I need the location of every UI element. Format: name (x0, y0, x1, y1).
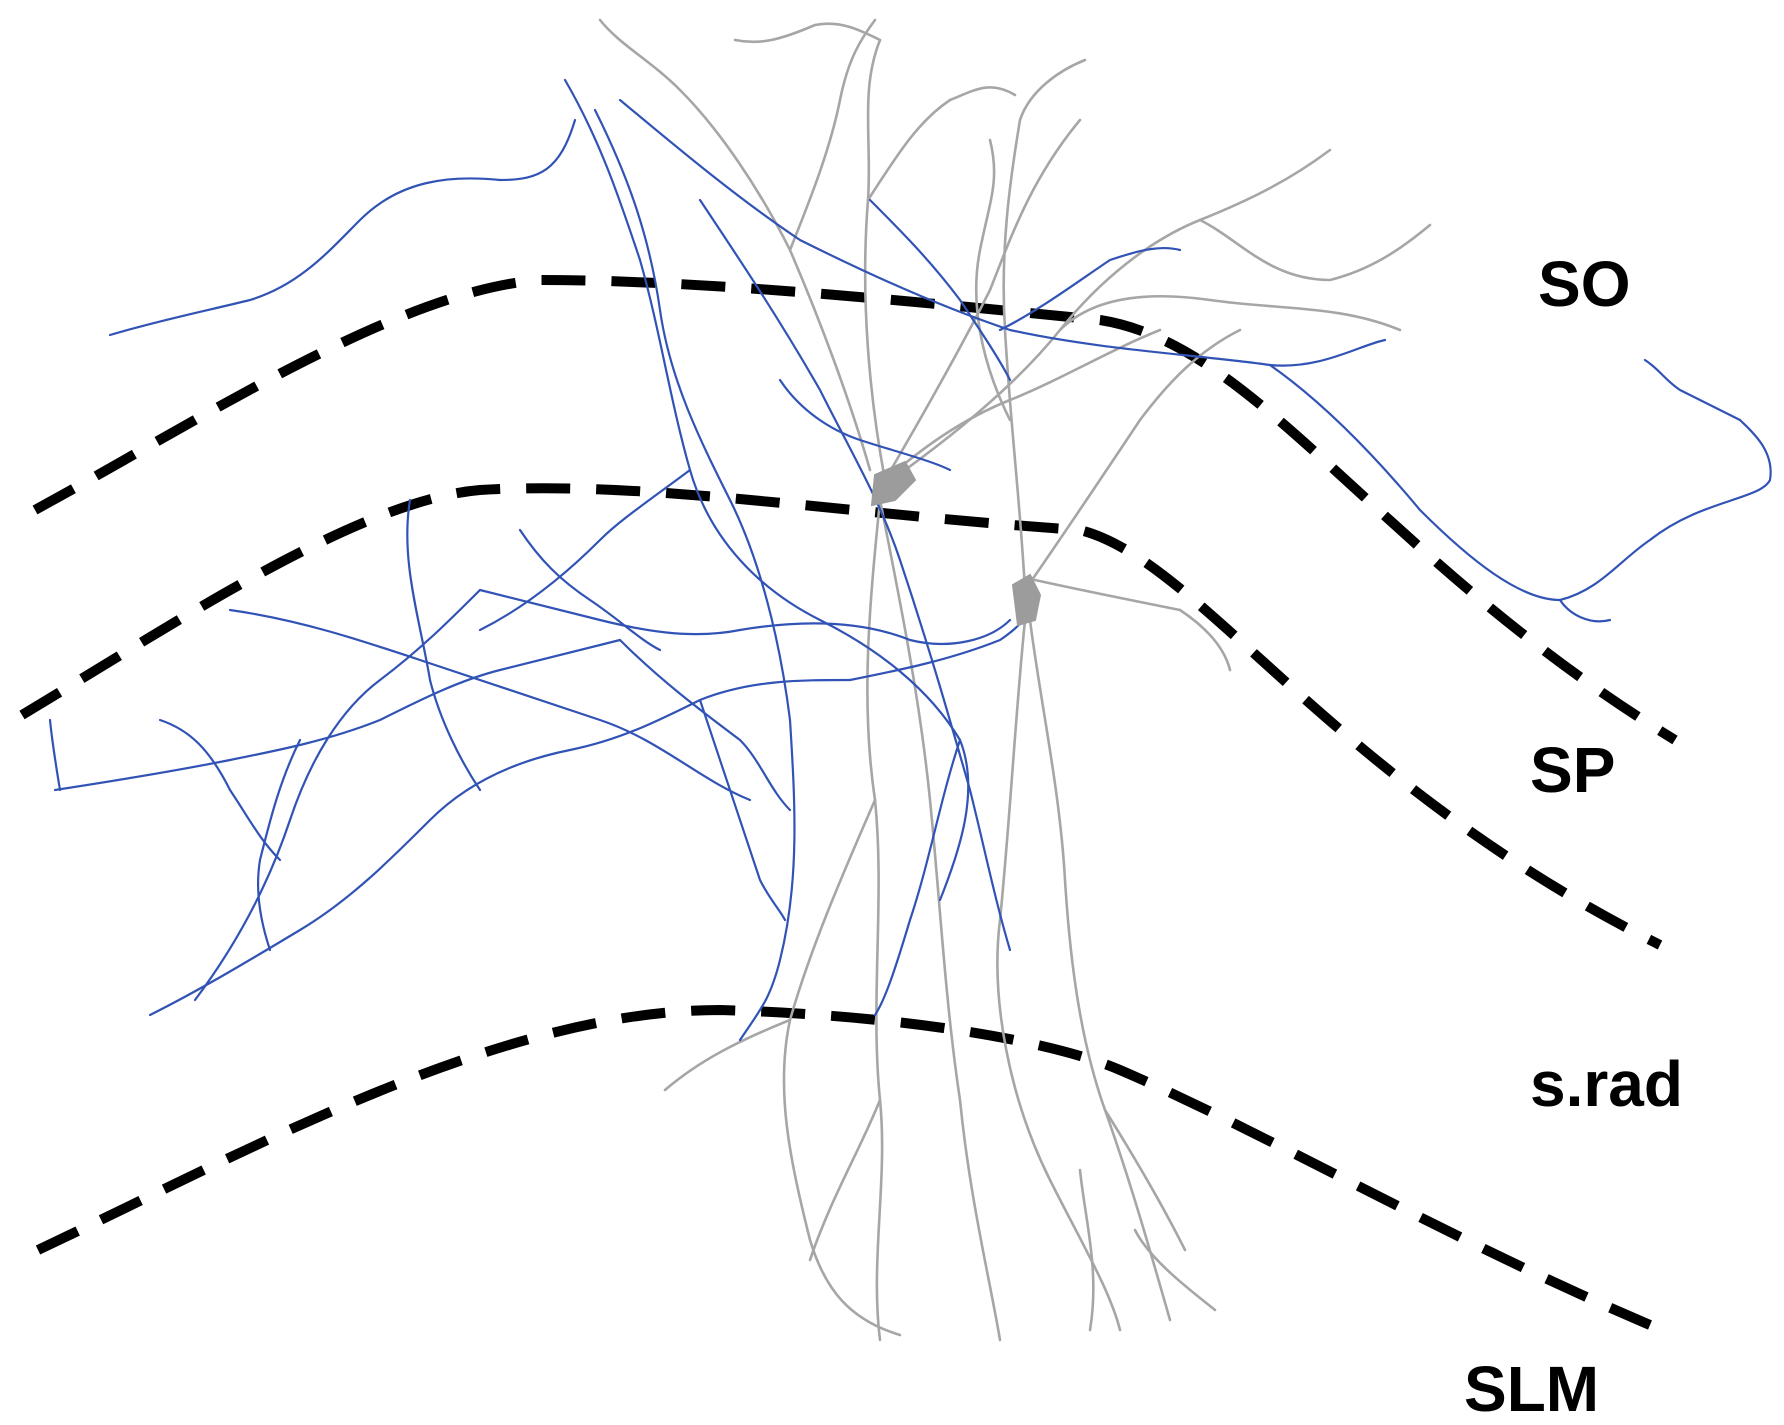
dendrite-branch (1028, 618, 1172, 1322)
axon-branch (478, 468, 692, 632)
axon-branch (593, 108, 796, 1042)
axon-branch (228, 608, 752, 802)
dendrite-branch (903, 148, 1332, 472)
dendrite-branch (1002, 58, 1087, 592)
pyramidal-dendrites (598, 18, 1432, 1342)
dendrite-branch (663, 1018, 792, 1092)
axon-branch (1643, 358, 1742, 422)
axon-branch (868, 198, 1012, 382)
dendrite-branch (878, 498, 1002, 1342)
dendrite-branch (975, 138, 1012, 422)
dendrite-branch (1058, 294, 1402, 332)
axon-branch (148, 678, 852, 1017)
axon-branch (53, 638, 622, 792)
dendrite-branch (1103, 1108, 1187, 1252)
axon-branch (478, 588, 1012, 646)
dendrite-branch (1033, 578, 1232, 672)
sp-srad-boundary (19, 483, 1663, 950)
interneuron-axon (48, 78, 1772, 1042)
dendrite-branch (1133, 1228, 1217, 1312)
dendrite-branch (866, 86, 1017, 202)
axon-branch (698, 698, 787, 922)
axon-branch (563, 78, 970, 902)
axon-branch (698, 198, 1012, 952)
dendrite-branch (598, 18, 872, 472)
dendrite-branch (782, 798, 902, 1337)
dendrite-branch (883, 328, 1162, 482)
dendrite-branch (866, 498, 884, 1342)
dendrite-branch (996, 618, 1122, 1332)
axon-branch (158, 718, 282, 862)
axon-branch (406, 498, 482, 792)
dendrite-branch (733, 22, 882, 44)
layer-label-slm: SLM (1464, 1353, 1600, 1425)
srad-slm-boundary (35, 1004, 1652, 1330)
axon-branch (998, 246, 1182, 332)
dendrite-branch (883, 118, 1082, 482)
pyramidal-soma-2 (1011, 573, 1042, 627)
axon-branch (256, 738, 302, 952)
layer-label-so: SO (1538, 248, 1631, 320)
axon-branch (618, 98, 1387, 367)
pyramidal-soma-1 (870, 460, 917, 507)
dendrite-branch (863, 38, 887, 482)
axon-branch (518, 528, 662, 652)
layer-label-srad: s.rad (1530, 1048, 1683, 1120)
axon-branch (873, 738, 962, 1017)
layer-boundaries (19, 274, 1678, 1330)
dendrite-branch (1198, 218, 1432, 282)
so-sp-boundary-upper (32, 274, 1678, 745)
axon-branch (778, 378, 952, 472)
axon-branch (1268, 363, 1772, 602)
axon-branch (1558, 598, 1612, 623)
layer-label-sp: SP (1530, 734, 1616, 806)
axon-branch (48, 718, 62, 792)
axon-branch (193, 588, 482, 1002)
dendrite-branch (1078, 1168, 1095, 1332)
somata (870, 460, 1042, 627)
axon-branch (618, 638, 792, 812)
dendrite-branch (788, 18, 877, 252)
axon-branch (108, 118, 577, 337)
dendrite-branch (1023, 328, 1242, 592)
dendrite-branch (808, 1098, 882, 1262)
